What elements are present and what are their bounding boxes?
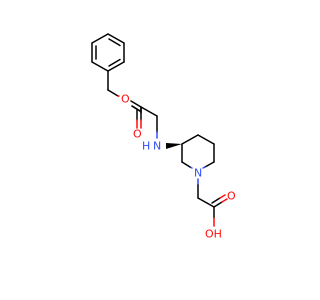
carbonyl-oxygen-label: O [133, 128, 142, 141]
carboxyl-oxygen-label: O [227, 190, 236, 203]
ring-nitrogen-label: N [194, 167, 202, 180]
piperidine-ring [181, 134, 215, 169]
bond [107, 61, 125, 72]
bond [219, 194, 226, 199]
structure-canvas: O O N H N O OH [91, 33, 236, 241]
bond [107, 89, 119, 97]
ester-oxygen-label: O [121, 93, 130, 106]
bond [202, 166, 206, 169]
bond [221, 198, 228, 203]
bond [197, 134, 215, 145]
amine-nitrogen-label: N [153, 140, 161, 153]
bond [140, 106, 158, 117]
bond [91, 61, 109, 72]
bond [211, 197, 221, 204]
benzene-ring [91, 33, 125, 72]
bond [197, 197, 215, 208]
bond [91, 33, 109, 44]
bond [181, 134, 199, 145]
bond [130, 100, 142, 108]
bond [108, 38, 121, 47]
molecule-diagram: O O N H N O OH [91, 33, 236, 241]
amine-hydrogen-label: H [142, 140, 150, 153]
bond [108, 58, 121, 67]
bond [131, 105, 141, 112]
bond [213, 201, 223, 208]
bond [107, 33, 125, 44]
stereo-wedge [166, 143, 182, 149]
bond [181, 161, 191, 168]
bond [204, 161, 215, 168]
hydroxyl-label: OH [205, 228, 222, 241]
